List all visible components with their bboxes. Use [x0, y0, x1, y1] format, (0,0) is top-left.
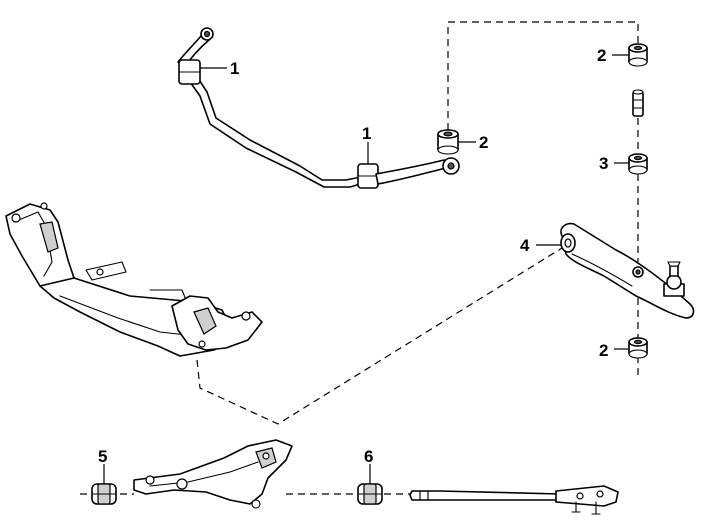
- callout-label: 1: [362, 124, 371, 143]
- mount-bushing-right: [357, 483, 383, 505]
- bushing-link-mid: [628, 153, 648, 175]
- callout-stabilizer-upper: 1: [200, 59, 239, 78]
- bushing-bottom: [628, 337, 648, 359]
- rear-mount-bracket: [133, 439, 293, 509]
- callout-stabilizer-lower: 1: [362, 124, 371, 164]
- spacer-sleeve: [632, 89, 644, 117]
- mount-bushing-left: [91, 483, 117, 505]
- tension-rod: [409, 485, 619, 515]
- callout-label: 6: [364, 447, 373, 466]
- callout-lower-arm: 4: [520, 236, 561, 255]
- stabilizer-bar: [177, 27, 460, 189]
- callout-label: 2: [597, 46, 606, 65]
- callout-bushing-link-top: 2: [597, 46, 629, 65]
- callout-mount-left: 5: [98, 447, 107, 484]
- bushing-link-top: [628, 43, 648, 67]
- callout-bushing-bar-end: 2: [458, 133, 488, 152]
- callout-label: 3: [599, 154, 608, 173]
- assembly-guide-lines: [80, 21, 639, 495]
- callout-bushing-bottom: 2: [599, 341, 629, 360]
- callout-bushing-link-mid: 3: [599, 154, 629, 173]
- lower-control-arm: [560, 222, 695, 319]
- crossmember: [5, 202, 263, 357]
- callout-label: 1: [230, 59, 239, 78]
- callout-label: 2: [479, 133, 488, 152]
- callout-label: 2: [599, 341, 608, 360]
- bushing-bar-end: [437, 129, 459, 155]
- callout-label: 4: [520, 236, 530, 255]
- callout-mount-right: 6: [364, 447, 373, 484]
- callout-label: 5: [98, 447, 107, 466]
